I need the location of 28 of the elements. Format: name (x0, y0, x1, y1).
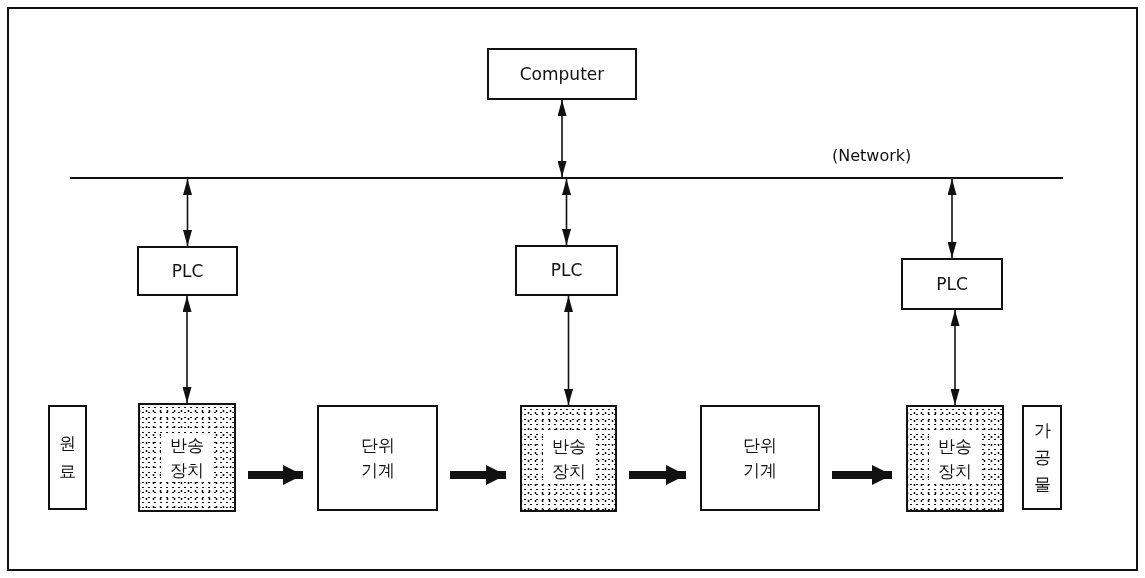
connector-arrow (557, 99, 567, 178)
node-label: 원료 (59, 432, 76, 483)
input-box (48, 405, 87, 510)
conveyor-box (138, 403, 236, 512)
connector-arrow (562, 178, 571, 246)
node-label: PLC (936, 272, 968, 296)
network-label: (Network) (832, 146, 912, 165)
node-label: PLC (171, 259, 204, 283)
connector-arrow (564, 295, 573, 406)
machine-box (700, 405, 820, 511)
plc-box (137, 246, 238, 296)
connector-arrow (950, 309, 960, 406)
machine-box (317, 405, 438, 511)
node-label: 단위 기계 (742, 434, 778, 482)
connector-arrow (947, 178, 957, 259)
network-line (70, 177, 1063, 179)
output-box (1022, 405, 1062, 510)
connector-arrow (182, 295, 192, 404)
node-label: Computer (519, 62, 605, 86)
computer-box (487, 48, 637, 100)
plc-box (901, 258, 1003, 310)
connector-arrow (183, 178, 192, 247)
node-label: 단위 기계 (359, 434, 396, 482)
conveyor-box (520, 405, 617, 512)
plc-box (515, 245, 618, 296)
conveyor-box (906, 405, 1004, 512)
node-label: PLC (550, 259, 583, 283)
node-label: 가공물 (1033, 418, 1051, 497)
